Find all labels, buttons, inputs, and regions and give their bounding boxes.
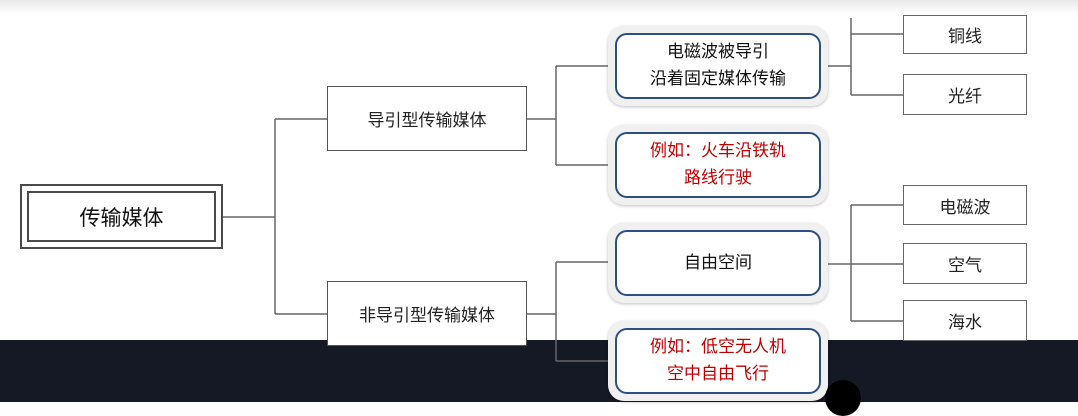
leaf-seawater: 海水 [903, 300, 1027, 341]
leaf-optical-fiber: 光纤 [903, 74, 1027, 115]
root-node: 传输媒体 [20, 184, 223, 249]
guided-example-line1: 例如：火车沿铁轨 [650, 141, 786, 161]
root-label: 传输媒体 [27, 191, 216, 242]
top-shadow [0, 0, 1078, 14]
guided-desc-line2: 沿着固定媒体传输 [650, 69, 786, 89]
cursor-dot [825, 380, 861, 416]
unguided-desc-node: 自由空间 [608, 223, 828, 303]
guided-example-node: 例如：火车沿铁轨 路线行驶 [608, 125, 828, 205]
unguided-example-node: 例如：低空无人机 空中自由飞行 [608, 321, 828, 401]
leaf-copper-wire: 铜线 [903, 15, 1027, 54]
bottom-dark-band [0, 340, 1078, 402]
guided-example-line2: 路线行驶 [684, 168, 752, 188]
leaf-electromagnetic-wave: 电磁波 [903, 185, 1027, 225]
guided-desc-line1: 电磁波被导引 [667, 42, 769, 62]
unguided-desc-line1: 自由空间 [684, 252, 752, 273]
guided-desc-node: 电磁波被导引 沿着固定媒体传输 [608, 26, 828, 106]
unguided-example-line2: 空中自由飞行 [667, 364, 769, 384]
guided-media-node: 导引型传输媒体 [327, 86, 527, 151]
connector-lines [223, 18, 903, 362]
unguided-example-line1: 例如：低空无人机 [650, 337, 786, 357]
unguided-media-node: 非导引型传输媒体 [327, 281, 527, 346]
leaf-air: 空气 [903, 243, 1027, 284]
